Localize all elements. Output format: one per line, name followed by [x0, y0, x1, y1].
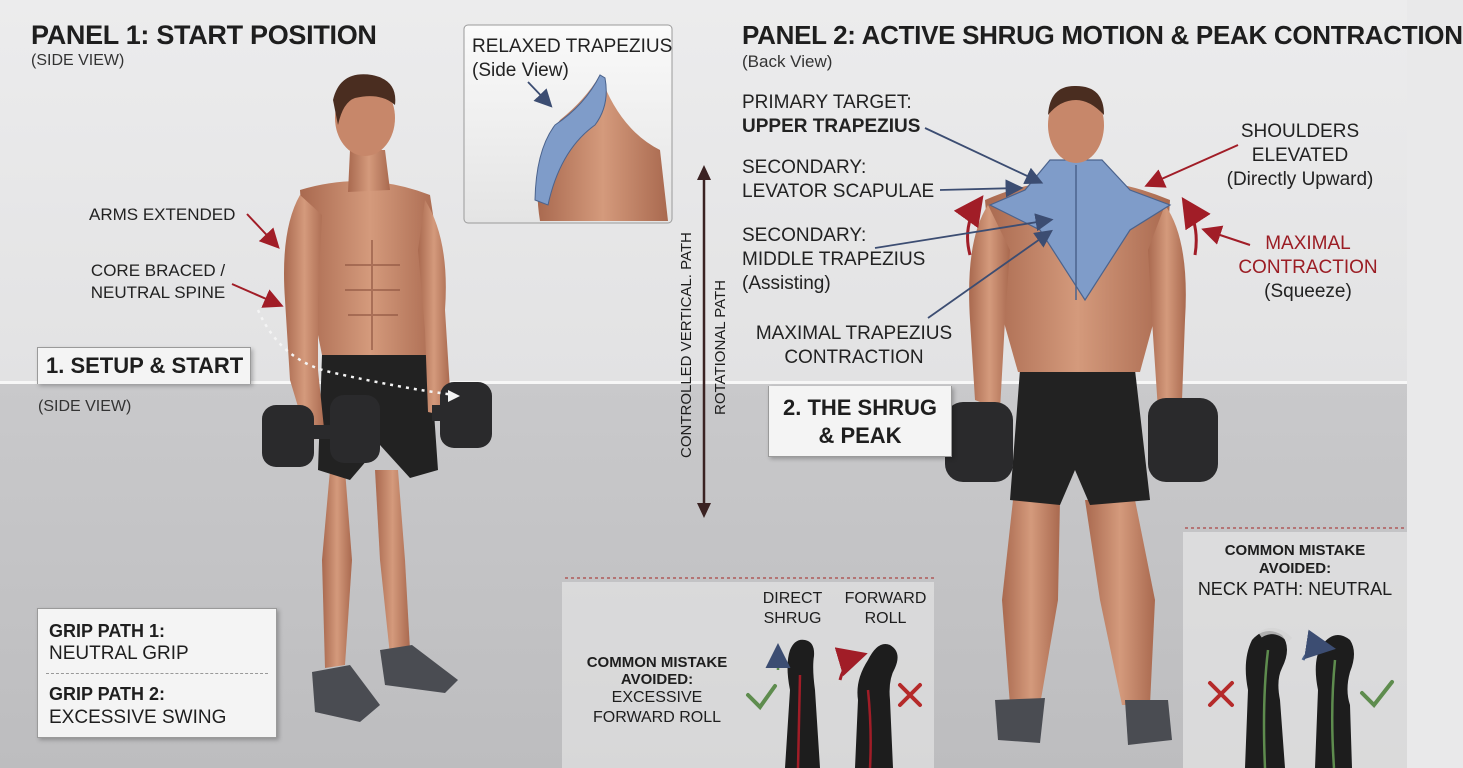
arms-arrow: [246, 213, 280, 249]
mistake-neck-path-graphic: [1183, 527, 1407, 768]
panel2-title: PANEL 2: ACTIVE SHRUG MOTION & PEAK CONT…: [742, 20, 1463, 50]
back-view-figure: [945, 85, 1218, 745]
inset-subtitle: (Side View): [472, 60, 569, 81]
dumbbell-right: [432, 382, 492, 448]
cross-icon: [898, 683, 922, 707]
dumbbell-back-left: [945, 402, 1013, 482]
mistake1-text: COMMON MISTAKE AVOIDED: EXCESSIVE FORWAR…: [586, 654, 728, 726]
dumbbell-back-right: [1148, 398, 1218, 482]
dumbbell-left: [262, 395, 380, 467]
illustration-layer: [229, 24, 1407, 768]
step1-subtitle: (SIDE VIEW): [38, 398, 132, 415]
grip-path1-desc: NEUTRAL GRIP: [49, 643, 189, 664]
grip-path2-title: GRIP PATH 2:: [49, 684, 166, 704]
mistake-forward-roll-graphic: [562, 577, 935, 768]
label-vertical-path: CONTROLLED VERTICAL. PATH: [678, 232, 695, 458]
label-levator-scapulae: SECONDARY: LEVATOR SCAPULAE: [742, 157, 935, 202]
side-view-figure: [256, 74, 492, 722]
inset-arrow: [527, 81, 553, 108]
step2-badge: 2. THE SHRUG & PEAK: [768, 386, 952, 457]
grip-path-box: GRIP PATH 1: NEUTRAL GRIP GRIP PATH 2: E…: [37, 608, 277, 738]
panel1-title: PANEL 1: START POSITION: [31, 20, 377, 50]
label-direct-shrug: DIRECT SHRUG: [762, 590, 823, 627]
inset-title: RELAXED TRAPEZIUS: [472, 36, 673, 57]
label-rotational-path: ROTATIONAL PATH: [712, 279, 729, 415]
grip-path1-title: GRIP PATH 1:: [49, 621, 166, 641]
relaxed-trapezius-inset: [463, 24, 673, 224]
step1-badge: 1. SETUP & START: [37, 347, 251, 384]
label-maximal-contraction: MAXIMAL CONTRACTION (Squeeze): [1238, 233, 1378, 302]
label-primary-target: PRIMARY TARGET: UPPER TRAPEZIUS: [742, 92, 921, 137]
double-arrow-icon: [697, 165, 711, 518]
cross-icon: [1208, 681, 1234, 707]
label-maximal-trapezius-contraction: MAXIMAL TRAPEZIUS CONTRACTION: [755, 323, 953, 368]
label-arms-extended: ARMS EXTENDED: [89, 205, 236, 224]
grip-path2-desc: EXCESSIVE SWING: [49, 707, 227, 728]
check-icon: [1360, 680, 1394, 709]
panel1-subtitle: (SIDE VIEW): [31, 52, 125, 69]
mistake2-text: COMMON MISTAKE AVOIDED: NECK PATH: NEUTR…: [1197, 542, 1393, 599]
check-icon: [746, 684, 777, 711]
core-arrow: [231, 283, 284, 308]
panel2-subtitle: (Back View): [742, 52, 833, 71]
label-forward-roll: FORWARD ROLL: [844, 590, 927, 627]
label-shoulders-elevated: SHOULDERS ELEVATED (Directly Upward): [1226, 121, 1374, 190]
label-core-braced: CORE BRACED / NEUTRAL SPINE: [90, 261, 226, 302]
label-middle-trapezius: SECONDARY: MIDDLE TRAPEZIUS (Assisting): [742, 225, 926, 294]
